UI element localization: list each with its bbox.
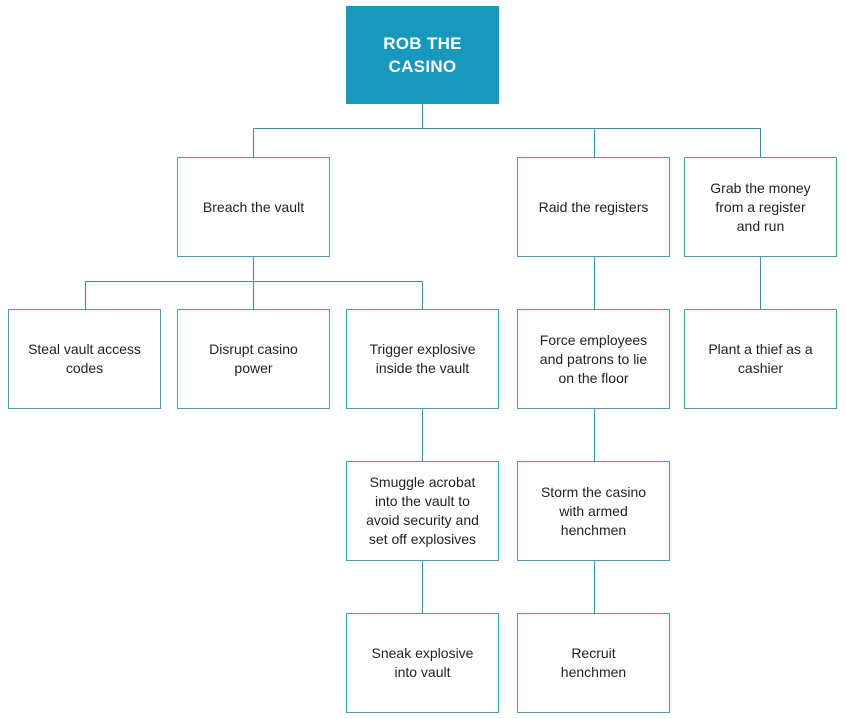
node-label-breach-the-vault: Breach the vault: [202, 198, 305, 215]
node-breach-the-vault[interactable]: Breach the vault: [177, 157, 330, 257]
node-label-storm-the-casino: Storm the casino with armed henchmen: [540, 483, 647, 538]
node-label-force-employees: Force employees and patrons to lie on th…: [539, 331, 648, 386]
node-label-steal-vault-access-codes: Steal vault access codes: [28, 341, 141, 376]
node-grab-the-money[interactable]: Grab the money from a register and run: [684, 157, 837, 257]
node-label-sneak-explosive: Sneak explosive into vault: [371, 645, 474, 680]
node-label-plant-a-thief: Plant a thief as a cashier: [708, 341, 813, 376]
node-label-grab-the-money: Grab the money from a register and run: [710, 179, 811, 234]
node-raid-the-registers[interactable]: Raid the registers: [517, 157, 670, 257]
node-plant-a-thief[interactable]: Plant a thief as a cashier: [684, 309, 837, 409]
node-root[interactable]: ROB THE CASINO: [346, 6, 499, 104]
node-steal-vault-access-codes[interactable]: Steal vault access codes: [8, 309, 161, 409]
node-label-raid-the-registers: Raid the registers: [538, 198, 649, 215]
node-trigger-explosive[interactable]: Trigger explosive inside the vault: [346, 309, 499, 409]
node-smuggle-acrobat[interactable]: Smuggle acrobat into the vault to avoid …: [346, 461, 499, 561]
node-sneak-explosive[interactable]: Sneak explosive into vault: [346, 613, 499, 713]
node-recruit-henchmen[interactable]: Recruit henchmen: [517, 613, 670, 713]
node-label-disrupt-casino-power: Disrupt casino power: [209, 341, 298, 376]
node-force-employees[interactable]: Force employees and patrons to lie on th…: [517, 309, 670, 409]
node-storm-the-casino[interactable]: Storm the casino with armed henchmen: [517, 461, 670, 561]
node-label-smuggle-acrobat: Smuggle acrobat into the vault to avoid …: [366, 474, 479, 547]
node-label-root: ROB THE CASINO: [383, 34, 462, 76]
node-label-trigger-explosive: Trigger explosive inside the vault: [369, 341, 476, 376]
node-label-recruit-henchmen: Recruit henchmen: [560, 645, 627, 680]
node-disrupt-casino-power[interactable]: Disrupt casino power: [177, 309, 330, 409]
